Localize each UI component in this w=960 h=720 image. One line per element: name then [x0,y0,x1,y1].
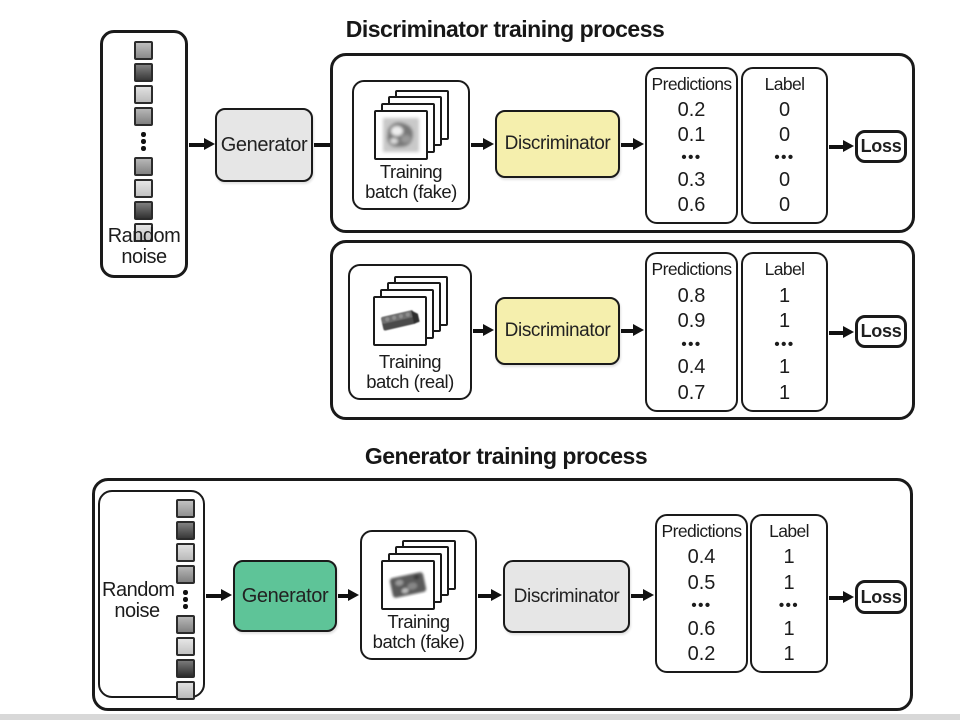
noise-square [134,222,153,242]
loss-box-generator: Loss [855,580,907,614]
training-batch-real-box: Training batch (real) [348,264,472,400]
noise-square [176,543,195,562]
ellipsis-icon: ••• [681,149,702,166]
loss-box-fake-row: Loss [855,130,907,163]
noise-square [134,41,153,60]
noise-square [176,565,195,584]
arrow-label-to-loss [829,140,854,153]
ellipsis-icon: ••• [774,149,795,166]
arrow-label-to-loss [829,591,854,604]
generator-box-active: Generator [233,560,337,632]
noise-square [134,63,153,82]
noise-square [134,107,153,126]
label-column-real-row: Label 1 1 ••• 1 1 [741,252,828,412]
label-column-generator: Label 1 1 ••• 1 1 [750,514,828,673]
ellipsis-icon: ••• [778,597,800,615]
discriminator-box-inactive: Discriminator [503,560,630,633]
random-noise-label: Random noise [107,225,181,268]
ellipsis-icon: ••• [691,597,712,615]
random-noise-label: Random noise [102,579,175,622]
training-batch-real-caption: Training batch (real) [366,351,454,393]
image-stack-icon [373,276,449,348]
training-batch-fake-box-generator: Training batch (fake) [360,530,477,660]
noise-square [176,658,195,678]
noise-square [134,200,153,220]
arrow-label-to-loss [829,326,854,339]
arrow-noise-to-generator [189,138,215,151]
ellipsis-icon: ••• [681,335,702,353]
noise-squares-lower [134,156,153,242]
noise-squares-upper [176,499,195,584]
random-noise-box-generator: Random noise [98,490,205,700]
ellipsis-icon: ••• [774,335,795,353]
bottom-edge-artifact [0,714,960,720]
loss-box-real-row: Loss [855,315,907,348]
noise-squares-upper [134,41,153,126]
real-image-thumbnail [381,310,420,331]
arrow-noise-to-generator [206,589,232,602]
label-column-fake-row: Label 0 0 ••• 0 0 [741,67,828,224]
random-noise-box-discriminator: Random noise [100,30,188,278]
vertical-ellipsis-icon [183,588,188,611]
training-batch-fake-caption: Training batch (fake) [372,611,465,653]
noise-square [176,521,195,540]
predictions-column-real-row: Predictions 0.8 0.9 ••• 0.4 0.7 [645,252,738,412]
noise-square [176,680,195,700]
training-batch-fake-box: Training batch (fake) [352,80,470,210]
discriminator-section-title: Discriminator training process [345,16,665,42]
fake-image-thumbnail [383,118,419,152]
arrow-fake-batch-to-discriminator [471,138,494,151]
vertical-ellipsis-icon [141,130,146,153]
discriminator-box-real-row: Discriminator [495,297,620,365]
image-stack-icon [374,90,450,162]
arrow-real-batch-to-discriminator [473,324,494,337]
arrow-discriminator-to-predictions [621,138,644,151]
arrow-discriminator-to-predictions [631,589,654,602]
noise-square [176,614,195,634]
noise-square [134,156,153,176]
arrow-generator-to-fake-batch [338,589,359,602]
arrow-discriminator-to-predictions [621,324,644,337]
fake-image-thumbnail [389,572,427,598]
predictions-column-generator: Predictions 0.4 0.5 ••• 0.6 0.2 [655,514,748,673]
noise-square [134,178,153,198]
generator-box-inactive: Generator [215,108,313,182]
arrow-fake-batch-to-discriminator [478,589,502,602]
noise-square [134,85,153,104]
noise-square [176,636,195,656]
predictions-column-fake-row: Predictions 0.2 0.1 ••• 0.3 0.6 [645,67,738,224]
image-stack-icon [381,540,457,612]
noise-square [176,499,195,518]
noise-squares-lower [176,614,195,700]
training-batch-fake-caption: Training batch (fake) [365,161,457,203]
discriminator-box-fake-row: Discriminator [495,110,620,178]
generator-section-title: Generator training process [364,443,648,469]
